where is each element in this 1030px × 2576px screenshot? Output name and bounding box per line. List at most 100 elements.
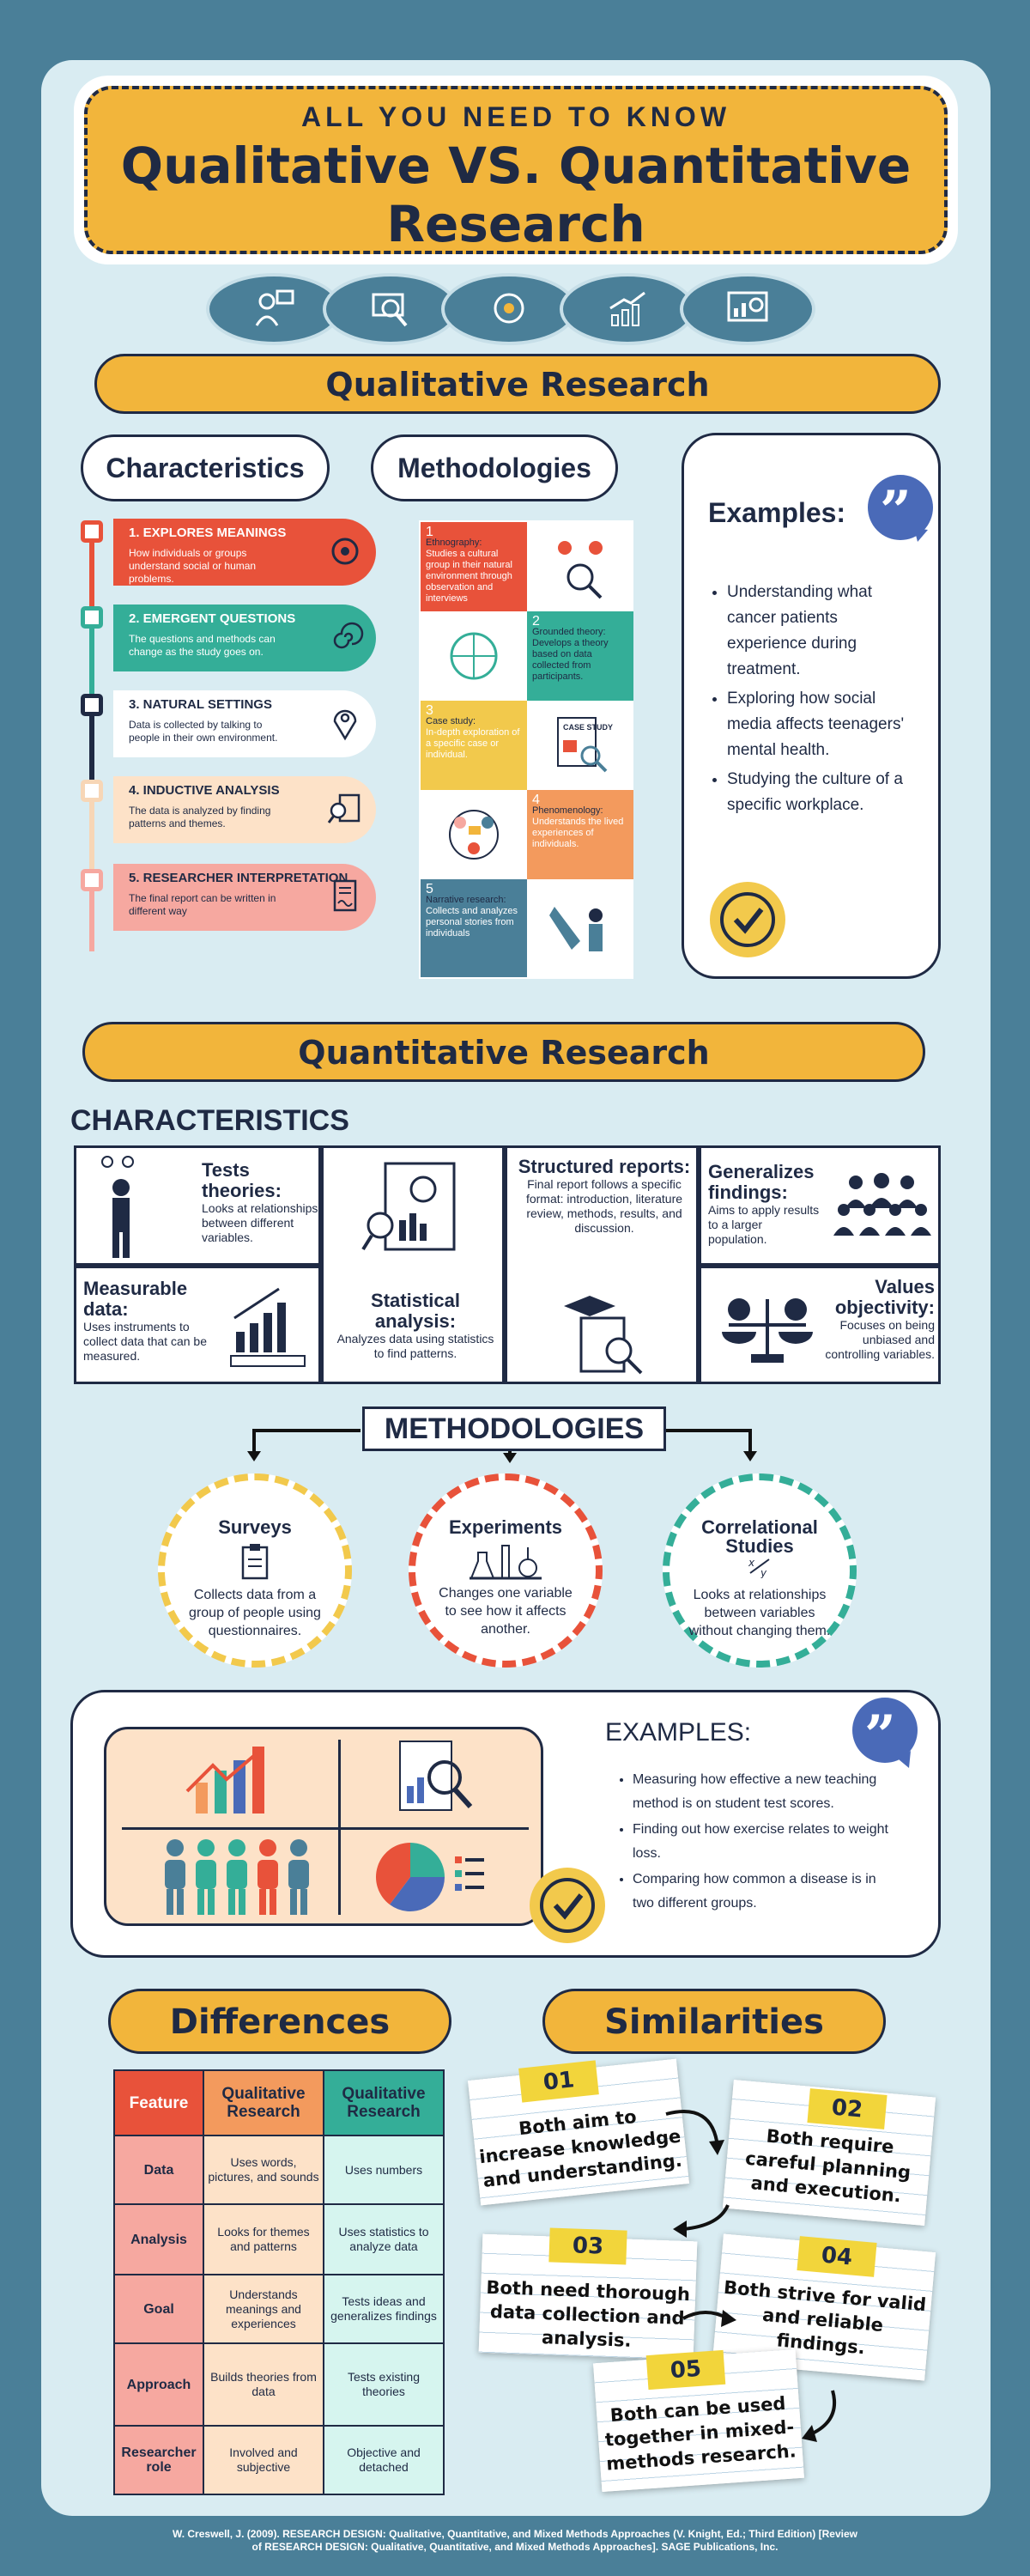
top-icon-row bbox=[206, 273, 824, 352]
timeline-node-4 bbox=[81, 780, 103, 802]
table-cell: Understands meanings and experiences bbox=[203, 2274, 324, 2344]
qual-characteristic-3: 3. NATURAL SETTINGS Data is collected by… bbox=[113, 690, 376, 757]
curved-arrow-icon bbox=[665, 2110, 724, 2155]
method-surveys: Surveys Collects data from a group of pe… bbox=[158, 1473, 352, 1668]
document-search-icon bbox=[399, 1741, 473, 1811]
quantitative-title: Quantitative Research bbox=[82, 1022, 925, 1082]
differences-title: Differences bbox=[108, 1989, 451, 2054]
table-cell: Looks for themes and patterns bbox=[203, 2203, 324, 2275]
char-measurable-data: Measurable data:Uses instruments to coll… bbox=[74, 1266, 321, 1384]
char-values-objectivity: Values objectivity:Focuses on being unbi… bbox=[699, 1266, 941, 1384]
curved-arrow-icon bbox=[673, 2204, 730, 2238]
quant-examples-card: EXAMPLES: ” Measuring how effective a ne… bbox=[70, 1690, 941, 1958]
svg-text:”: ” bbox=[864, 1704, 896, 1768]
list-item: Finding out how exercise relates to weig… bbox=[633, 1818, 899, 1866]
similarity-number: 04 bbox=[797, 2236, 877, 2277]
table-cell: Involved and subjective bbox=[203, 2425, 324, 2495]
qualitative-title: Qualitative Research bbox=[94, 354, 941, 414]
quote-icon: ” bbox=[852, 1698, 918, 1768]
variables-icon: xy bbox=[748, 1557, 770, 1579]
timeline-node-2 bbox=[81, 606, 103, 629]
graduation-document-icon bbox=[564, 1296, 643, 1375]
quant-examples-list: Measuring how effective a new teaching m… bbox=[633, 1768, 899, 1916]
table-cell: Uses numbers bbox=[323, 2135, 445, 2205]
examples-illustration bbox=[104, 1727, 543, 1926]
map-pin-icon bbox=[333, 709, 357, 741]
bar-chart-ruler-icon bbox=[230, 1287, 306, 1367]
lab-equipment-icon bbox=[470, 1545, 542, 1580]
list-item: Understanding what cancer patients exper… bbox=[727, 580, 916, 683]
similarity-number: 02 bbox=[807, 2088, 888, 2129]
growth-bars-icon bbox=[185, 1747, 264, 1814]
magnify-laptop-icon bbox=[323, 273, 458, 345]
analytics-screen-icon bbox=[680, 273, 815, 345]
svg-text:”: ” bbox=[880, 479, 912, 544]
characteristics-heading: Characteristics bbox=[81, 434, 330, 501]
list-item: Studying the culture of a specific workp… bbox=[727, 767, 916, 818]
gear-head-icon bbox=[441, 273, 577, 345]
table-cell: Builds theories from data bbox=[203, 2342, 324, 2427]
checkmark-badge-icon bbox=[710, 882, 785, 957]
signed-document-icon bbox=[333, 879, 357, 912]
quant-methodologies-heading: METHODOLOGIES bbox=[362, 1406, 666, 1451]
title-banner: ALL YOU NEED TO KNOW Qualitative VS. Qua… bbox=[84, 86, 948, 254]
curved-arrow-icon bbox=[802, 2390, 837, 2442]
table-cell: Goal bbox=[113, 2274, 204, 2344]
qual-characteristic-5: 5. RESEARCHER INTERPRETATION The final r… bbox=[113, 864, 376, 931]
quant-characteristics-heading: CHARACTERISTICS bbox=[70, 1104, 349, 1137]
case-study-icon: CASE STUDY bbox=[527, 701, 633, 790]
svg-text:x: x bbox=[748, 1557, 755, 1569]
title-kicker: ALL YOU NEED TO KNOW bbox=[300, 101, 731, 132]
char-structured-reports: Structured reports:Final report follows … bbox=[505, 1145, 699, 1384]
table-cell: Uses statistics to analyze data bbox=[323, 2203, 445, 2275]
qual-characteristic-4: 4. INDUCTIVE ANALYSIS The data is analyz… bbox=[113, 776, 376, 843]
qual-examples-title: Examples: bbox=[708, 497, 846, 528]
svg-text:y: y bbox=[760, 1567, 767, 1578]
people-network-icon bbox=[527, 522, 633, 611]
balance-scale-icon bbox=[722, 1298, 813, 1363]
thinking-person-icon bbox=[101, 1156, 134, 1258]
table-cell: Data bbox=[113, 2135, 204, 2205]
qual-characteristic-2: 2. EMERGENT QUESTIONS The questions and … bbox=[113, 605, 376, 671]
table-cell: Researcher role bbox=[113, 2425, 204, 2495]
quote-icon: ” bbox=[868, 475, 933, 544]
table-cell: Tests existing theories bbox=[323, 2342, 445, 2427]
quant-examples-title: EXAMPLES: bbox=[605, 1718, 752, 1747]
qual-characteristic-1: 1. EXPLORES MEANINGS How individuals or … bbox=[113, 519, 376, 586]
checkmark-badge-icon bbox=[530, 1868, 605, 1943]
timeline-node-3 bbox=[81, 694, 103, 716]
main-title-line1: Qualitative VS. Quantitative bbox=[120, 137, 912, 195]
team-people-icon bbox=[165, 1839, 309, 1915]
char-generalizes-findings: Generalizes findings:Aims to apply resul… bbox=[699, 1145, 941, 1266]
table-cell: Uses words, pictures, and sounds bbox=[203, 2135, 324, 2205]
table-cell: Analysis bbox=[113, 2203, 204, 2275]
magnify-document-icon bbox=[327, 793, 360, 823]
table-cell: Tests ideas and generalizes findings bbox=[323, 2274, 445, 2344]
group-chat-icon bbox=[421, 790, 527, 879]
brain-globe-icon bbox=[421, 611, 527, 701]
pie-chart-icon bbox=[376, 1843, 484, 1911]
crowd-icon bbox=[833, 1173, 931, 1236]
list-item: Measuring how effective a new teaching m… bbox=[633, 1768, 899, 1816]
curved-arrow-icon bbox=[682, 2310, 736, 2327]
table-header: Feature bbox=[113, 2069, 204, 2136]
char-statistical-analysis: Statistical analysis:Analyzes data using… bbox=[321, 1145, 505, 1384]
methodologies-heading: Methodologies bbox=[371, 434, 618, 501]
svg-text:CASE STUDY: CASE STUDY bbox=[563, 723, 613, 732]
list-item: Comparing how common a disease is in two… bbox=[633, 1868, 899, 1916]
storyteller-icon bbox=[527, 879, 633, 977]
spiral-icon bbox=[333, 622, 364, 649]
table-header: Qualitative Research bbox=[323, 2069, 445, 2136]
main-title-line2: Research bbox=[386, 195, 645, 253]
qual-examples-card: Examples: ” Understanding what cancer pa… bbox=[682, 433, 941, 979]
table-header: Qualitative Research bbox=[203, 2069, 324, 2136]
similarity-number: 05 bbox=[645, 2349, 726, 2391]
method-experiments: Experiments Changes one variable to see … bbox=[409, 1473, 603, 1668]
table-cell: Approach bbox=[113, 2342, 204, 2427]
similarity-number: 03 bbox=[548, 2227, 627, 2265]
